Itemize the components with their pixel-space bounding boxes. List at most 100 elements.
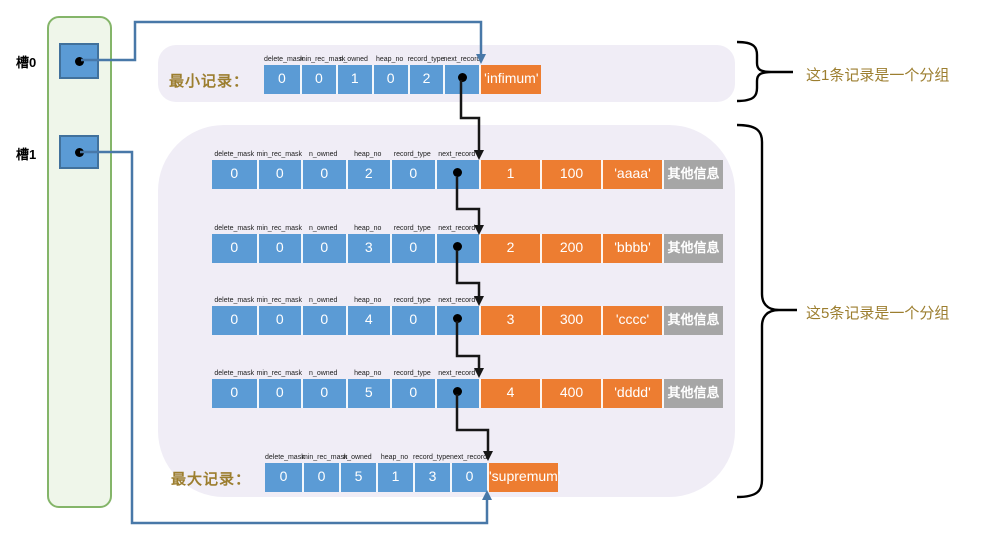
cell-next_record: 0 [450, 463, 487, 492]
cell-record_type: 0 [390, 160, 435, 189]
cell-min_rec_mask: 0 [256, 306, 301, 335]
cell-delete_mask: 0 [265, 463, 302, 492]
slot1-pointer-dot [74, 147, 84, 157]
cell-heap_no: 1 [376, 463, 413, 492]
other-info-cell: 其他信息 [662, 306, 723, 335]
data-cell: 400 [540, 379, 601, 408]
data-cell: 'cccc' [601, 306, 662, 335]
slot1-label: 槽1 [16, 147, 37, 162]
brace-group-of-5 [736, 123, 780, 499]
cell-record_type: 3 [413, 463, 450, 492]
cell-heap_no: 0 [371, 65, 408, 94]
field-header-next_record: next_record [450, 454, 487, 461]
slot0-box [59, 43, 99, 79]
cell-heap_no: 2 [345, 160, 390, 189]
data-cell: 'bbbb' [601, 234, 662, 263]
group-of-1-annotation: 这1条记录是一个分组 [806, 67, 950, 84]
cell-min_rec_mask: 0 [256, 160, 301, 189]
slot0-pointer-dot [74, 56, 84, 66]
cell-heap_no: 5 [345, 379, 390, 408]
field-header-record_type: record_type [413, 454, 450, 461]
field-header-delete_mask: delete_mask [214, 370, 255, 377]
cell-delete_mask: 0 [264, 65, 300, 94]
cell-record_type: 0 [390, 234, 435, 263]
cell-heap_no: 4 [345, 306, 390, 335]
field-header-next_record: next_record [438, 297, 476, 304]
slot0-label: 槽0 [16, 55, 37, 70]
data-cell: 3 [479, 306, 540, 335]
cell-delete_mask: 0 [212, 306, 257, 335]
field-header-record_type: record_type [407, 56, 445, 63]
brace-group-of-1 [736, 40, 772, 103]
cell-next_record [434, 234, 479, 263]
data-cell: 100 [540, 160, 601, 189]
cell-n_owned: 0 [301, 306, 346, 335]
next-record-pointer-dot [453, 168, 463, 178]
field-header-min_rec_mask: min_rec_mask [256, 297, 303, 304]
field-header-delete_mask: delete_mask [214, 225, 255, 232]
field-header-min_rec_mask: min_rec_mask [299, 56, 346, 63]
other-info-cell: 其他信息 [662, 160, 723, 189]
field-header-min_rec_mask: min_rec_mask [256, 370, 303, 377]
field-header-n_owned: n_owned [309, 297, 338, 304]
field-header-delete_mask: delete_mask [265, 454, 305, 461]
minimum-record-label: 最小记录： [169, 73, 250, 90]
cell-n_owned: 1 [335, 65, 372, 94]
cell-record_type: 0 [390, 306, 435, 335]
page-directory-panel [47, 16, 112, 508]
cell-min_rec_mask: 0 [256, 234, 301, 263]
field-header-min_rec_mask: min_rec_mask [302, 454, 348, 461]
data-cell: 'supremum' [487, 463, 560, 492]
other-info-cell: 其他信息 [662, 379, 723, 408]
field-header-min_rec_mask: min_rec_mask [256, 225, 303, 232]
next-record-pointer-dot [453, 242, 463, 252]
cell-delete_mask: 0 [212, 160, 257, 189]
field-header-record_type: record_type [393, 225, 431, 232]
field-header-record_type: record_type [393, 151, 431, 158]
cell-n_owned: 0 [301, 379, 346, 408]
data-cell: 4 [479, 379, 540, 408]
field-header-heap_no: heap_no [380, 454, 409, 461]
field-header-next_record: next_record [438, 225, 476, 232]
field-header-n_owned: n_owned [309, 370, 338, 377]
cell-n_owned: 0 [301, 234, 346, 263]
field-header-heap_no: heap_no [354, 151, 382, 158]
cell-next_record [434, 160, 479, 189]
cell-n_owned: 5 [339, 463, 376, 492]
field-header-next_record: next_record [438, 370, 476, 377]
maximum-record-label: 最大记录： [171, 471, 252, 488]
cell-min_rec_mask: 0 [302, 463, 339, 492]
next-record-pointer-dot [453, 314, 463, 324]
field-header-n_owned: n_owned [339, 56, 368, 63]
field-header-heap_no: heap_no [375, 56, 404, 63]
cell-min_rec_mask: 0 [299, 65, 336, 94]
data-cell: 1 [479, 160, 540, 189]
field-header-heap_no: heap_no [354, 225, 382, 232]
field-header-n_owned: n_owned [309, 225, 338, 232]
data-cell: 200 [540, 234, 601, 263]
data-cell: 'infimum' [479, 65, 542, 94]
cell-record_type: 2 [407, 65, 444, 94]
cell-next_record [443, 65, 480, 94]
next-record-pointer-dot [457, 73, 467, 83]
data-cell: 'aaaa' [601, 160, 662, 189]
data-cell: 300 [540, 306, 601, 335]
cell-record_type: 0 [390, 379, 435, 408]
slot1-box [59, 135, 99, 169]
